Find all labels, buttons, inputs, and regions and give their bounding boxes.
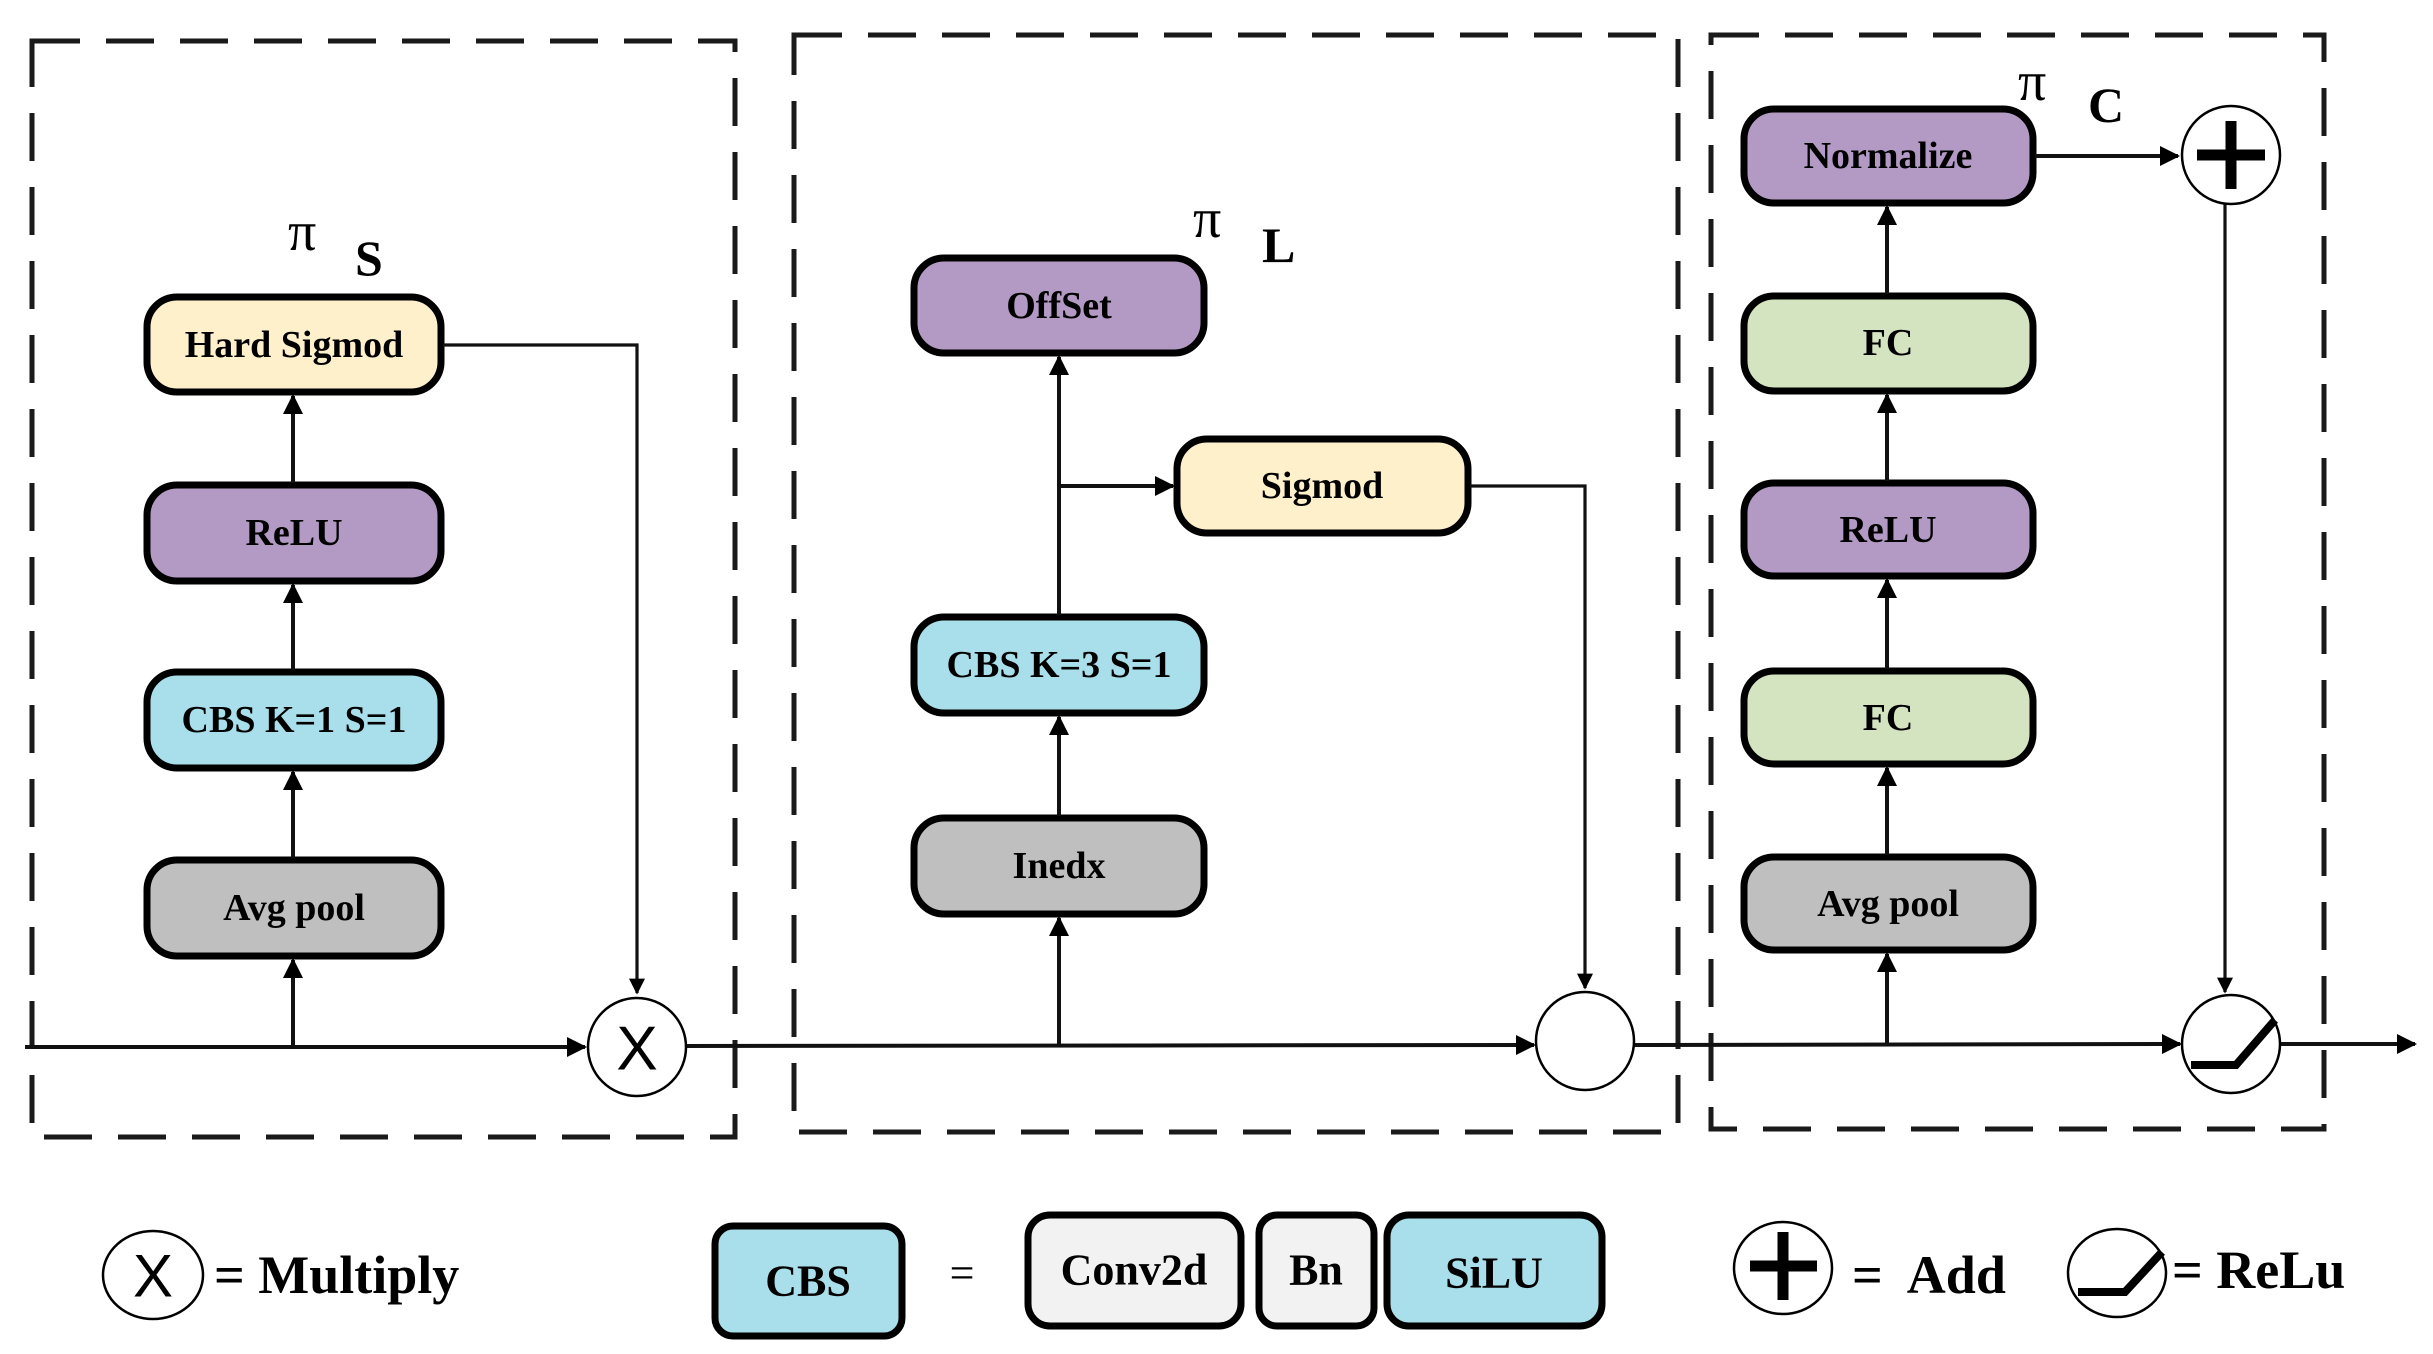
channel-pi-subscript: C: [2088, 77, 2124, 133]
block-label: Sigmod: [1261, 465, 1383, 507]
spatial-attention-frame: [29, 38, 738, 1140]
level-cbs-block[interactable]: CBS K=3 S=1: [910, 613, 1208, 717]
block-label: CBS K=1 S=1: [182, 699, 407, 741]
level-pi-subscript: L: [1262, 217, 1295, 273]
plus-icon: [2197, 121, 2265, 189]
legend-add-label: = Add: [1852, 1245, 2006, 1305]
level-attention-frame: [791, 32, 1681, 1135]
legend-conv2d-label: Conv2d: [1061, 1246, 1208, 1295]
legend-cbs-label: CBS: [765, 1257, 851, 1306]
arrow-hardsigmoid-to-multiply: [443, 343, 645, 995]
relu-icon: [2078, 1249, 2165, 1296]
legend-bn-label: Bn: [1289, 1246, 1343, 1295]
legend-multiply-label: = Multiply: [214, 1245, 459, 1305]
level-offset-block[interactable]: OffSet: [910, 254, 1208, 357]
level-sigmoid-block[interactable]: Sigmod: [1173, 435, 1472, 537]
multiply-icon: X: [616, 1015, 657, 1084]
channel-normalize-block[interactable]: Normalize: [1740, 105, 2037, 207]
plus-icon: [1750, 1232, 1817, 1300]
block-label: ReLU: [245, 512, 342, 554]
multiply-operator: X: [586, 996, 688, 1098]
legend-relu: = ReLu: [2066, 1227, 2345, 1319]
spatial-pi-subscript: S: [355, 230, 383, 286]
channel-pi-symbol: π: [2018, 51, 2046, 113]
add-operator: [2180, 104, 2282, 206]
level-fusion-operator: [1534, 990, 1636, 1092]
block-label: CBS K=3 S=1: [947, 644, 1172, 686]
main-line-seg2: [684, 1035, 1536, 1056]
level-pi-symbol: π: [1193, 188, 1221, 250]
spatial-avgpool-block[interactable]: Avg pool: [143, 856, 445, 960]
block-label: ReLU: [1839, 509, 1936, 551]
channel-attention-frame: [1708, 32, 2327, 1132]
legend-multiply: X = Multiply: [101, 1229, 459, 1321]
block-label: Avg pool: [223, 887, 365, 929]
spatial-pi-symbol: π: [288, 201, 316, 263]
block-label: Hard Sigmod: [185, 324, 404, 366]
multiply-icon: X: [133, 1243, 173, 1310]
legend-cbs: CBS = Conv2d Bn SiLU: [711, 1211, 1606, 1340]
channel-fc2-block[interactable]: FC: [1740, 292, 2037, 395]
level-index-block[interactable]: Inedx: [910, 814, 1208, 918]
spatial-relu-block[interactable]: ReLU: [143, 481, 445, 585]
arrow-sigmoid-to-operator: [1470, 484, 1593, 990]
block-label: FC: [1863, 322, 1914, 364]
block-label: Avg pool: [1817, 883, 1959, 925]
spatial-hard-sigmoid-block[interactable]: Hard Sigmod: [143, 293, 445, 396]
legend-equals: =: [950, 1249, 975, 1298]
channel-avgpool-block[interactable]: Avg pool: [1740, 853, 2037, 954]
channel-fc1-block[interactable]: FC: [1740, 667, 2037, 768]
spatial-cbs-block[interactable]: CBS K=1 S=1: [143, 668, 445, 772]
relu-operator: [2180, 993, 2282, 1095]
channel-relu-block[interactable]: ReLU: [1740, 479, 2037, 580]
block-label: Inedx: [1013, 845, 1106, 887]
block-label: FC: [1863, 697, 1914, 739]
block-label: Normalize: [1804, 135, 1973, 177]
legend-relu-label: = ReLu: [2172, 1240, 2345, 1300]
block-label: OffSet: [1006, 285, 1112, 327]
relu-icon: [2191, 1017, 2279, 1069]
legend-silu-label: SiLU: [1445, 1249, 1543, 1298]
legend: X = Multiply CBS = Conv2d Bn SiLU = Add …: [101, 1211, 2345, 1340]
main-line-seg3: [1632, 1034, 2182, 1055]
legend-add: = Add: [1732, 1220, 2006, 1316]
